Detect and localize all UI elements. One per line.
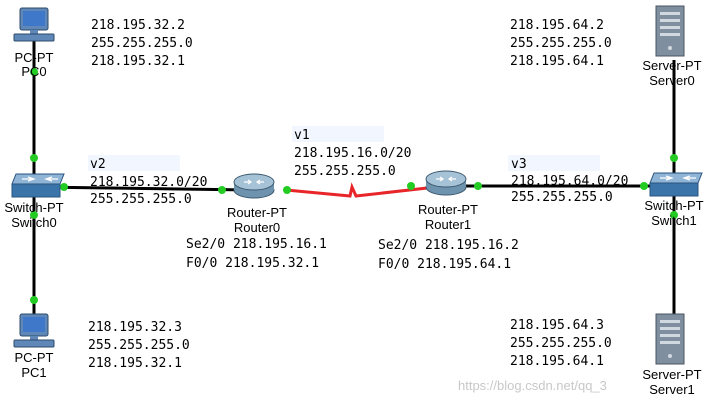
port-light bbox=[670, 211, 678, 219]
links bbox=[32, 40, 676, 318]
server1-type-label: Server-PT bbox=[642, 367, 701, 382]
v1-network-note: v1 218.195.16.0/20 255.255.255.0 bbox=[294, 128, 411, 179]
pc0-ip: 218.195.32.2 bbox=[91, 18, 185, 33]
port-light bbox=[30, 154, 38, 162]
router-icon bbox=[233, 173, 275, 199]
server0-type-label: Server-PT bbox=[642, 58, 701, 73]
server0-mask: 255.255.255.0 bbox=[510, 36, 612, 51]
pc-icon bbox=[13, 7, 55, 42]
port-light bbox=[30, 68, 38, 76]
router1-fast-ethernet-interface: F0/0 218.195.64.1 bbox=[378, 257, 511, 272]
link-switch0-router0[interactable] bbox=[33, 185, 251, 192]
pc1-gateway: 218.195.32.1 bbox=[88, 356, 182, 371]
watermark-text: https://blog.csdn.net/qq_3 bbox=[458, 378, 607, 393]
pc0-type-label: PC-PT bbox=[15, 50, 54, 65]
switch-icon bbox=[649, 172, 703, 197]
port-light bbox=[474, 182, 482, 190]
server0-config-note: 218.195.64.2 255.255.255.0 218.195.64.1 bbox=[510, 18, 612, 69]
pc0-gateway: 218.195.32.1 bbox=[91, 54, 185, 69]
port-light bbox=[30, 211, 38, 219]
v3-network: 218.195.64.0/20 bbox=[511, 174, 628, 189]
router0-interface-note: Se2/0 218.195.16.1 F0/0 218.195.32.1 bbox=[186, 237, 327, 271]
v3-network-note: v3 218.195.64.0/20 255.255.255.0 bbox=[511, 157, 628, 205]
port-lights bbox=[30, 68, 678, 304]
port-light bbox=[670, 154, 678, 162]
port-light bbox=[640, 182, 648, 190]
port-light bbox=[60, 183, 68, 191]
pc0-config-note: 218.195.32.2 255.255.255.0 218.195.32.1 bbox=[91, 18, 193, 69]
port-light bbox=[30, 296, 38, 304]
switch0-type-label: Switch-PT bbox=[4, 200, 63, 215]
router1-device[interactable] bbox=[425, 170, 467, 196]
router-icon bbox=[425, 170, 467, 196]
port-light bbox=[407, 182, 415, 190]
router0-serial-interface: Se2/0 218.195.16.1 bbox=[186, 237, 327, 252]
router0-name-label: Router0 bbox=[234, 220, 280, 235]
v3-name: v3 bbox=[511, 157, 527, 172]
server1-gateway: 218.195.64.1 bbox=[510, 354, 604, 369]
v3-label-highlight bbox=[508, 155, 600, 171]
pc-icon bbox=[13, 313, 55, 348]
pc1-ip: 218.195.32.3 bbox=[88, 320, 182, 335]
v2-network-note: v2 218.195.32.0/20 255.255.255.0 bbox=[90, 157, 207, 207]
server1-device[interactable] bbox=[655, 313, 685, 365]
v2-network: 218.195.32.0/20 bbox=[90, 175, 207, 190]
router1-name-label: Router1 bbox=[425, 217, 471, 232]
v1-mask: 255.255.255.0 bbox=[294, 164, 396, 179]
switch-icon bbox=[11, 173, 65, 198]
pc1-type-label: PC-PT bbox=[15, 350, 54, 365]
v1-network: 218.195.16.0/20 bbox=[294, 146, 411, 161]
pc1-device[interactable] bbox=[13, 313, 55, 348]
port-light bbox=[283, 186, 291, 194]
router0-fast-ethernet-interface: F0/0 218.195.32.1 bbox=[186, 256, 319, 271]
switch0-name-label: Switch0 bbox=[11, 215, 57, 230]
server1-ip: 218.195.64.3 bbox=[510, 318, 604, 333]
server0-gateway: 218.195.64.1 bbox=[510, 54, 604, 69]
pc0-mask: 255.255.255.0 bbox=[91, 36, 193, 51]
v3-mask: 255.255.255.0 bbox=[511, 190, 613, 205]
switch1-name-label: Switch1 bbox=[651, 213, 697, 228]
pc1-mask: 255.255.255.0 bbox=[88, 338, 190, 353]
router0-type-label: Router-PT bbox=[227, 205, 287, 220]
switch1-device[interactable] bbox=[649, 172, 703, 197]
switch1-type-label: Switch-PT bbox=[644, 198, 703, 213]
pc1-name-label: PC1 bbox=[21, 365, 46, 380]
router0-device[interactable] bbox=[233, 173, 275, 199]
pc0-name-label: PC0 bbox=[21, 64, 46, 79]
v2-name: v2 bbox=[90, 157, 106, 172]
router1-type-label: Router-PT bbox=[418, 202, 478, 217]
server0-ip: 218.195.64.2 bbox=[510, 18, 604, 33]
v1-name: v1 bbox=[294, 128, 310, 143]
v2-label-highlight bbox=[88, 155, 180, 171]
server1-mask: 255.255.255.0 bbox=[510, 336, 612, 351]
pc0-device[interactable] bbox=[13, 7, 55, 42]
server-icon bbox=[655, 313, 685, 365]
server1-name-label: Server1 bbox=[649, 382, 695, 397]
switch0-device[interactable] bbox=[11, 173, 65, 198]
v2-mask: 255.255.255.0 bbox=[90, 192, 192, 207]
v1-label-highlight bbox=[292, 126, 384, 142]
server-icon bbox=[655, 5, 685, 57]
link-router0-router1-serial[interactable] bbox=[285, 182, 446, 198]
server1-config-note: 218.195.64.3 255.255.255.0 218.195.64.1 bbox=[510, 318, 612, 369]
pc1-config-note: 218.195.32.3 255.255.255.0 218.195.32.1 bbox=[88, 320, 190, 371]
server0-name-label: Server0 bbox=[649, 73, 695, 88]
router1-interface-note: Se2/0 218.195.16.2 F0/0 218.195.64.1 bbox=[378, 238, 519, 272]
server0-device[interactable] bbox=[655, 5, 685, 57]
port-light bbox=[218, 186, 226, 194]
router1-serial-interface: Se2/0 218.195.16.2 bbox=[378, 238, 519, 253]
